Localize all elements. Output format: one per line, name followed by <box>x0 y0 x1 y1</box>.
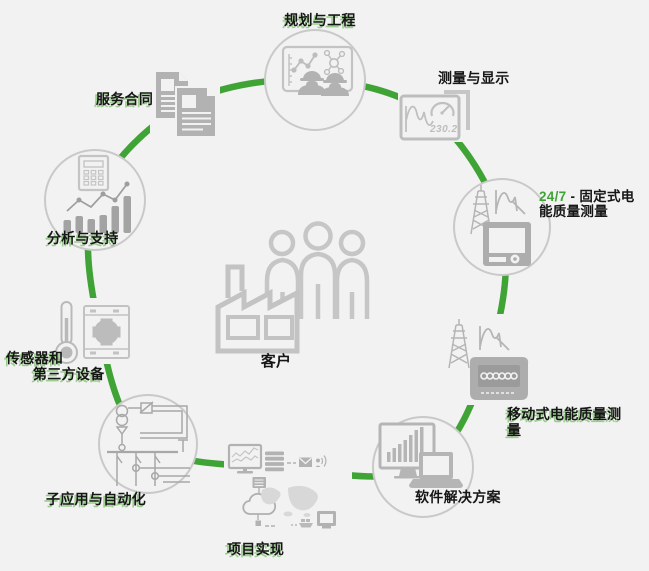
analysis-support-node <box>44 149 146 251</box>
software-solutions-node <box>372 416 474 518</box>
customer-icon <box>215 221 370 354</box>
sensors-icon <box>52 298 134 364</box>
people-icons <box>264 221 370 319</box>
label-fixed-pq-247: 24/7 <box>539 189 567 204</box>
meter-reading: 230.2 <box>429 124 458 135</box>
label-sensors: 传感器和第三方设备 <box>6 350 116 382</box>
label-planning-engineering: 规划与工程 <box>284 12 356 28</box>
label-sensors-line1: 传感器和 <box>6 350 64 366</box>
grid-apps-node <box>98 394 198 494</box>
label-analysis-support: 分析与支持 <box>47 230 119 246</box>
mobile-pq-icon <box>443 314 535 405</box>
label-software-solutions: 软件解决方案 <box>415 489 501 505</box>
engineer-silhouettes <box>298 71 349 96</box>
waveform-icon <box>495 190 526 215</box>
service-contracts-icon <box>150 66 220 142</box>
label-mobile-pq: 移动式电能质量测量 <box>507 406 622 438</box>
thermometer-icon <box>55 301 78 364</box>
broadcast-icon <box>315 455 327 467</box>
portable-analyzer-icon <box>469 357 529 400</box>
label-sensors-line2: 第三方设备 <box>33 366 105 382</box>
current-transformer-icon <box>83 305 130 359</box>
label-fixed-pq: 24/7 - 固定式电能质量测量 <box>539 189 639 219</box>
planning-engineering-node <box>264 29 366 131</box>
mail-icon <box>299 457 312 467</box>
label-customer: 客户 <box>260 353 292 370</box>
factory-icon <box>215 264 300 354</box>
fixed-analyzer-icon <box>483 222 531 266</box>
label-grid-apps: 子应用与自动化 <box>46 491 147 507</box>
transmission-tower-icon <box>470 185 492 235</box>
label-measurement-display: 测量与显示 <box>438 70 510 86</box>
measurement-display-icon: 230.2 <box>398 89 472 142</box>
transmission-tower-icon <box>448 319 470 369</box>
world-map <box>261 485 318 517</box>
fixed-pq-node <box>453 178 551 276</box>
label-service-contracts: 服务合同 <box>96 91 154 107</box>
bar-chart-icon <box>63 181 131 233</box>
desktop-pc-icon <box>317 511 336 529</box>
label-project-realization: 项目实现 <box>227 541 285 557</box>
server-stack-icon <box>265 451 284 472</box>
label-fixed-pq-rest: - 固定式电能质量测量 <box>539 189 635 219</box>
single-line-schematic <box>107 401 190 486</box>
waveform-icon <box>479 326 510 351</box>
ship-icon <box>291 519 313 528</box>
calculator-icon <box>77 154 110 192</box>
project-realization-icon <box>224 441 352 537</box>
